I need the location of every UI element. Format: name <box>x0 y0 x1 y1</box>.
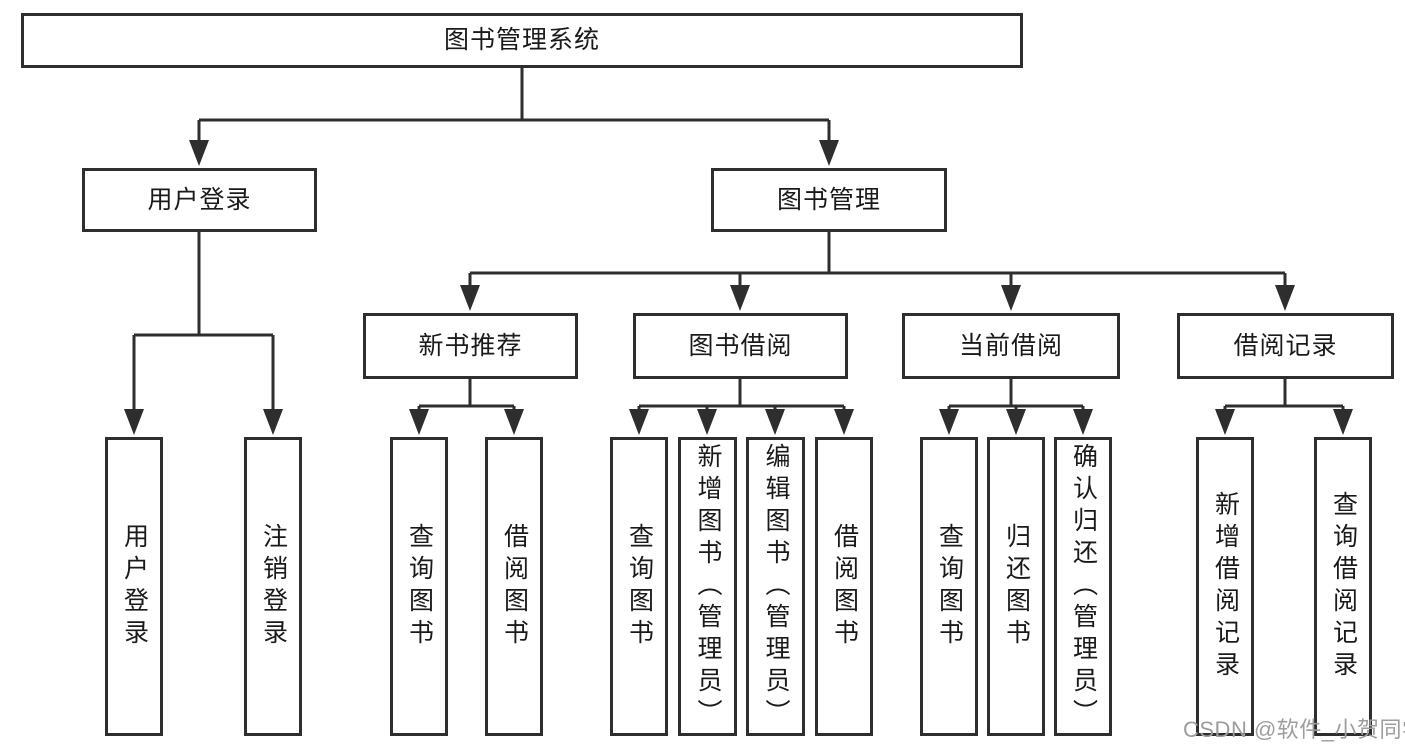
node-new-book-recommendation: 新书推荐 <box>363 313 578 379</box>
node-current-borrowing: 当前借阅 <box>902 313 1120 379</box>
leaf-user-login: 用户登录 <box>105 437 163 736</box>
node-book-management: 图书管理 <box>711 168 947 232</box>
leaf-add-borrow-record: 新增借阅记录 <box>1196 437 1254 736</box>
leaf-borrow-books-recommend: 借阅图书 <box>485 437 543 736</box>
node-borrowing-records: 借阅记录 <box>1177 313 1394 379</box>
leaf-query-books-current: 查询图书 <box>920 437 978 736</box>
node-book-borrowing: 图书借阅 <box>633 313 848 379</box>
leaf-confirm-return-admin: 确认归还（管理员） <box>1054 437 1112 736</box>
node-user-login: 用户登录 <box>82 168 317 232</box>
leaf-borrow-books: 借阅图书 <box>815 437 873 736</box>
leaf-edit-books-admin: 编辑图书（管理员） <box>746 437 805 736</box>
leaf-query-books-borrowing: 查询图书 <box>610 437 668 736</box>
node-library-management-system: 图书管理系统 <box>21 13 1023 68</box>
watermark-text: CSDN @软件_小贺同学 <box>1183 717 1405 742</box>
leaf-return-books: 归还图书 <box>987 437 1045 736</box>
leaf-query-books-recommend: 查询图书 <box>390 437 448 736</box>
leaf-query-borrow-record: 查询借阅记录 <box>1314 437 1372 736</box>
leaf-add-books-admin: 新增图书（管理员） <box>678 437 737 736</box>
leaf-logout: 注销登录 <box>244 437 302 736</box>
